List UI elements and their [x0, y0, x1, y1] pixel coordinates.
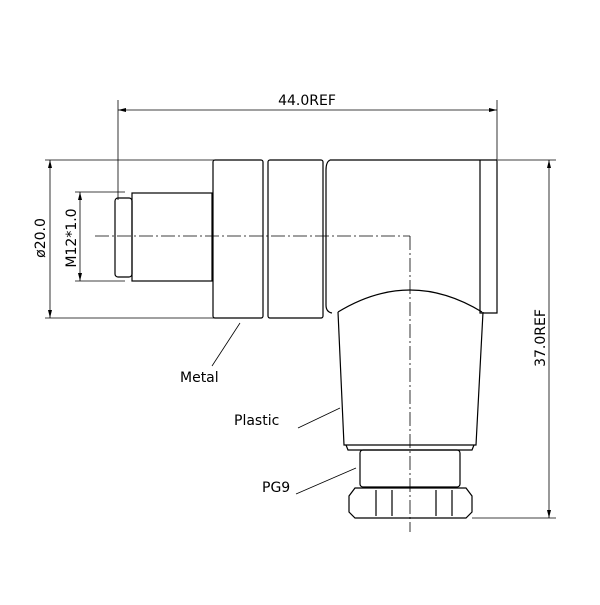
label-pg9: PG9	[262, 480, 290, 496]
m12-thread	[114, 192, 213, 282]
callout-metal: Metal	[180, 322, 241, 386]
dimension-overall-length: 44.0REF	[117, 93, 498, 200]
dimension-overall-height: 37.0REF	[472, 159, 556, 519]
center-lines	[95, 235, 411, 532]
dimension-label-length: 44.0REF	[278, 93, 336, 109]
hex-nut	[348, 487, 473, 519]
label-metal: Metal	[180, 370, 219, 386]
dimension-thread: M12*1.0	[64, 191, 125, 282]
dimension-label-diameter: ø20.0	[33, 218, 49, 258]
dimension-label-thread: M12*1.0	[64, 208, 80, 267]
dimension-outer-diameter: ø20.0	[33, 159, 215, 319]
dimension-label-height: 37.0REF	[533, 309, 549, 367]
callout-plastic: Plastic	[234, 407, 341, 429]
knurled-coupling-nut	[212, 159, 324, 319]
label-plastic: Plastic	[234, 413, 279, 429]
callout-pg9: PG9	[262, 467, 357, 496]
angled-body	[325, 159, 498, 451]
